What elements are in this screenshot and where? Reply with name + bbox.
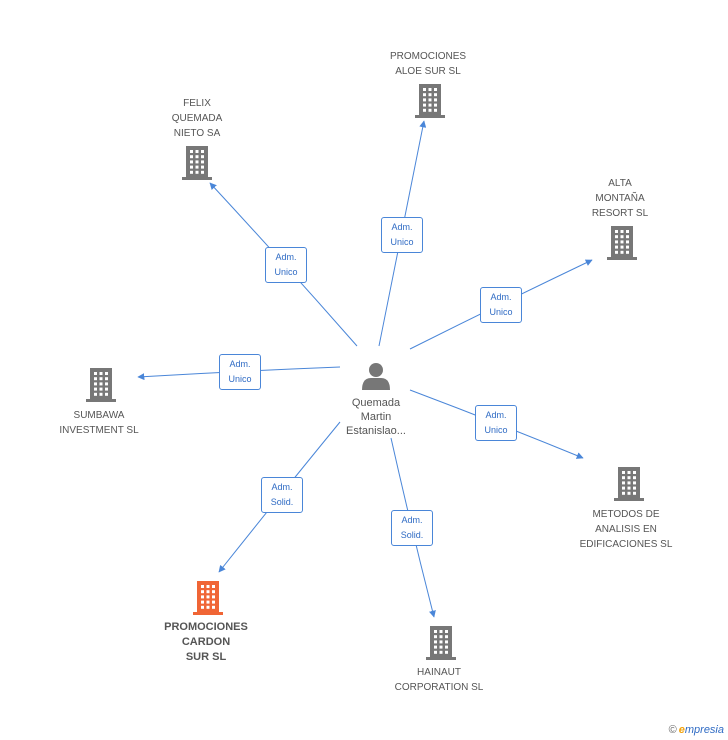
building-icon-cardon[interactable] <box>193 581 223 615</box>
company-label-felix[interactable]: FELIX QUEMADA NIETO SA <box>171 98 223 139</box>
relation-label-metodos[interactable]: Adm. Unico <box>475 405 517 441</box>
company-label-aloe[interactable]: PROMOCIONES ALOE SUR SL <box>389 51 467 77</box>
relation-label-felix[interactable]: Adm. Unico <box>265 247 307 283</box>
building-icon-sumbawa[interactable] <box>86 368 116 402</box>
company-label-metodos[interactable]: METODOS DE ANALISIS EN EDIFICACIONES SL <box>579 509 673 550</box>
company-label-alta[interactable]: ALTA MONTAÑA RESORT SL <box>591 178 649 219</box>
building-icon-metodos[interactable] <box>614 467 644 501</box>
relation-label-sumbawa[interactable]: Adm. Unico <box>219 354 261 390</box>
building-icon-felix[interactable] <box>182 146 212 180</box>
building-icon-hainaut[interactable] <box>426 626 456 660</box>
relation-label-aloe[interactable]: Adm. Unico <box>381 217 423 253</box>
brand-watermark: ©empresia <box>669 724 724 736</box>
brand-logo-letter: e <box>678 724 685 736</box>
copyright-icon: © <box>668 724 677 736</box>
building-icon-alta[interactable] <box>607 226 637 260</box>
relation-label-hainaut[interactable]: Adm. Solid. <box>391 510 433 546</box>
company-label-cardon[interactable]: PROMOCIONES CARDON SUR SL <box>164 621 248 663</box>
person-icon[interactable] <box>362 363 390 390</box>
center-person-name[interactable]: Quemada Martin Estanislao... <box>346 397 406 437</box>
building-icon-aloe[interactable] <box>415 84 445 118</box>
relation-label-alta[interactable]: Adm. Unico <box>480 287 522 323</box>
relation-label-cardon[interactable]: Adm. Solid. <box>261 477 303 513</box>
company-label-sumbawa[interactable]: SUMBAWA INVESTMENT SL <box>59 410 139 436</box>
brand-name: mpresia <box>684 724 724 736</box>
company-label-hainaut[interactable]: HAINAUT CORPORATION SL <box>394 667 484 693</box>
